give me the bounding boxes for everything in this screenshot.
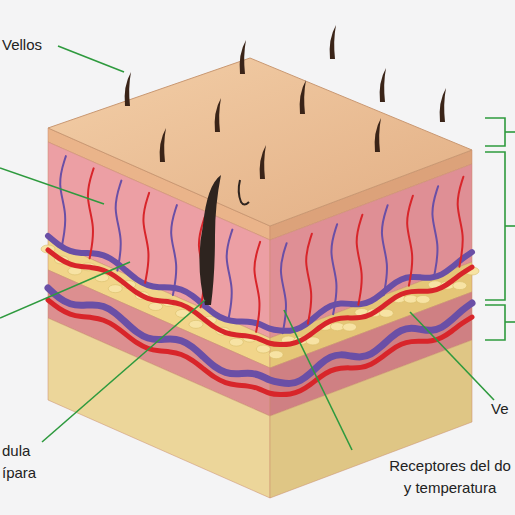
blood-vessels xyxy=(48,156,472,394)
hairs xyxy=(125,25,446,179)
part-label: Vellos xyxy=(2,34,45,56)
leader-lines xyxy=(0,46,515,450)
hair xyxy=(239,180,249,205)
hair-follicle xyxy=(199,175,221,305)
skin-surface xyxy=(48,58,472,226)
skin-block xyxy=(41,25,479,498)
part-label: Receptores del do y temperatura xyxy=(388,455,512,499)
part-label: Ve xyxy=(491,398,511,420)
part-label: dula ípara xyxy=(2,440,39,484)
